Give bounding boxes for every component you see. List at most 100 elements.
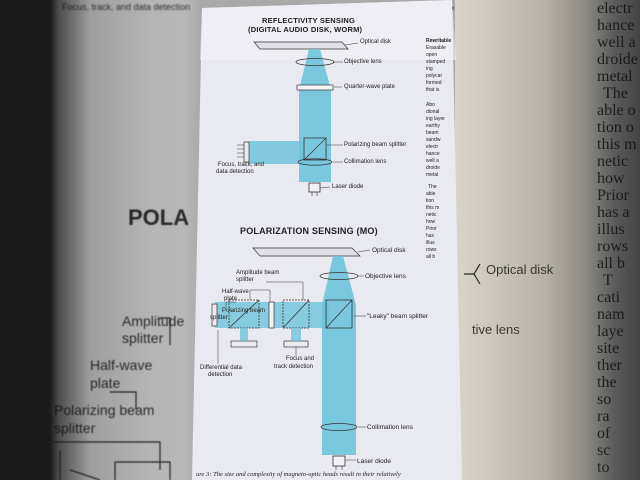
upper-beam-vertical (299, 49, 331, 182)
rail-line: Erasable (426, 45, 446, 51)
rail-line: ing layer (426, 116, 445, 122)
lower-half-wave (268, 301, 275, 329)
paper-right-rail: ti (452, 6, 455, 12)
right-line: this m (597, 136, 637, 153)
bg-splitter2-text: splitter (54, 420, 96, 436)
right-line: cati (597, 289, 621, 306)
right-line: netic (597, 153, 629, 170)
upper-label-collimation: Collimation lens (344, 159, 387, 165)
lower-beam-vertical (322, 256, 356, 455)
rail-line: all b (426, 254, 436, 260)
upper-title-line2: (DIGITAL AUDIO DISK, WORM) (248, 25, 363, 34)
bg-splitter-text: splitter (122, 330, 164, 346)
upper-laser-diode (308, 182, 321, 193)
rail-line: this m (426, 205, 440, 211)
bg-amplitude-text: Amplitude (122, 313, 185, 329)
rail-line: metal (426, 172, 439, 178)
lower-label-diff-1: Differential data (200, 365, 242, 371)
rail-line: well a (426, 158, 439, 164)
right-page-text-column: electr hance well a droide metal The abl… (597, 0, 640, 480)
rail-line: hance (426, 151, 440, 157)
bg-left-top-text: Focus, track, and data detection (62, 2, 191, 12)
right-line: hance (597, 17, 635, 34)
rail-line: earthy (426, 123, 440, 129)
figure-caption: ure 3: The size and complexity of magnet… (196, 471, 401, 478)
bg-polarizing-text: Polarizing beam (54, 402, 155, 418)
right-line: how (597, 170, 625, 187)
lower-label-amp-2: splitter (236, 277, 254, 283)
right-line: so (597, 391, 612, 408)
paper-right-column: Rewritable Erasable open stamped ing pol… (425, 8, 457, 478)
right-line: nam (597, 306, 625, 323)
lower-optical-disk (252, 247, 361, 257)
lower-diff-detector (230, 340, 258, 348)
bg-tive-lens-text: tive lens (472, 322, 520, 337)
right-line: well a (597, 34, 636, 51)
upper-optical-disk (253, 41, 349, 50)
bg-halfwave-text: Half-wave (90, 357, 153, 373)
rail-line: able (426, 191, 436, 197)
lower-label-pol-1: Polarizing beam (222, 308, 266, 314)
rail-line: stamped (426, 59, 446, 65)
lower-label-diff-2: detection (208, 372, 233, 378)
lower-label-objective-lens: Objective lens (365, 273, 406, 280)
upper-label-objective-lens: Objective lens (344, 59, 382, 65)
lower-label-pol-2: splitter (210, 315, 228, 321)
upper-pbs (303, 137, 327, 161)
right-line: ther (597, 357, 622, 374)
rail-line: open (426, 52, 438, 58)
lower-left-detector (211, 303, 218, 327)
lower-label-leaky: "Leaky" beam splitter (367, 313, 428, 320)
upper-label-pbs: Polarizing beam splitter (344, 142, 407, 148)
lower-title: POLARIZATION SENSING (MO) (240, 226, 378, 236)
rail-line: Abo (426, 102, 435, 108)
rail-line: that is (426, 87, 440, 93)
right-line: laye (597, 323, 624, 340)
lower-label-optical-disk: Optical disk (372, 247, 406, 254)
lower-label-hw-2: plate (224, 296, 238, 302)
upper-label-focus-1: Focus, track, and (218, 162, 265, 168)
right-line: the (597, 374, 617, 391)
rail-line: Rewritable (426, 38, 452, 44)
bg-plate-text: plate (90, 375, 121, 391)
upper-title-line1: REFLECTIVITY SENSING (262, 16, 356, 25)
rail-line: polycar (426, 73, 443, 79)
bg-optical-disk-text: Optical disk (486, 262, 554, 277)
right-line: metal (597, 68, 633, 85)
lower-focus-detector (283, 340, 309, 348)
lower-laser-diode (332, 455, 346, 467)
lower-label-focus-2: track detection (274, 364, 314, 370)
upper-label-quarter-wave: Quarter-wave plate (344, 84, 396, 90)
bg-right-diagram-bits (464, 263, 481, 285)
right-line: has a (597, 204, 630, 221)
bg-left-diagram (48, 317, 171, 480)
rail-line: tion (426, 198, 435, 204)
lower-label-amp-1: Amplitude beam (236, 270, 280, 276)
right-line: tion o (597, 119, 634, 136)
rail-line: droide (426, 165, 440, 171)
upper-label-focus-2: data detection (216, 169, 254, 175)
upper-label-optical-disk: Optical disk (360, 39, 392, 45)
rail-line: rows (426, 247, 437, 253)
rail-line: ing (426, 66, 433, 72)
right-line: able o (597, 102, 636, 119)
right-line: to (597, 459, 610, 476)
upper-detector (243, 141, 250, 163)
right-line: site (597, 340, 620, 357)
right-line: droide (597, 51, 638, 68)
right-line: rows (597, 238, 629, 255)
upper-collimation-lens (297, 158, 333, 166)
right-page-background (455, 0, 640, 480)
lower-label-laser: Laser diode (357, 458, 391, 465)
rail-line: beam (426, 130, 439, 136)
right-line: ra (597, 408, 610, 425)
rail-line: how (426, 219, 436, 225)
lower-collimation-lens (320, 423, 358, 431)
right-line: The (603, 85, 628, 102)
lower-leaky-bs (325, 299, 353, 329)
rail-line: electr (426, 144, 439, 150)
lower-diagram (211, 247, 371, 470)
rail-line: illus (426, 240, 435, 246)
lower-label-collimation: Collimation lens (367, 424, 413, 431)
